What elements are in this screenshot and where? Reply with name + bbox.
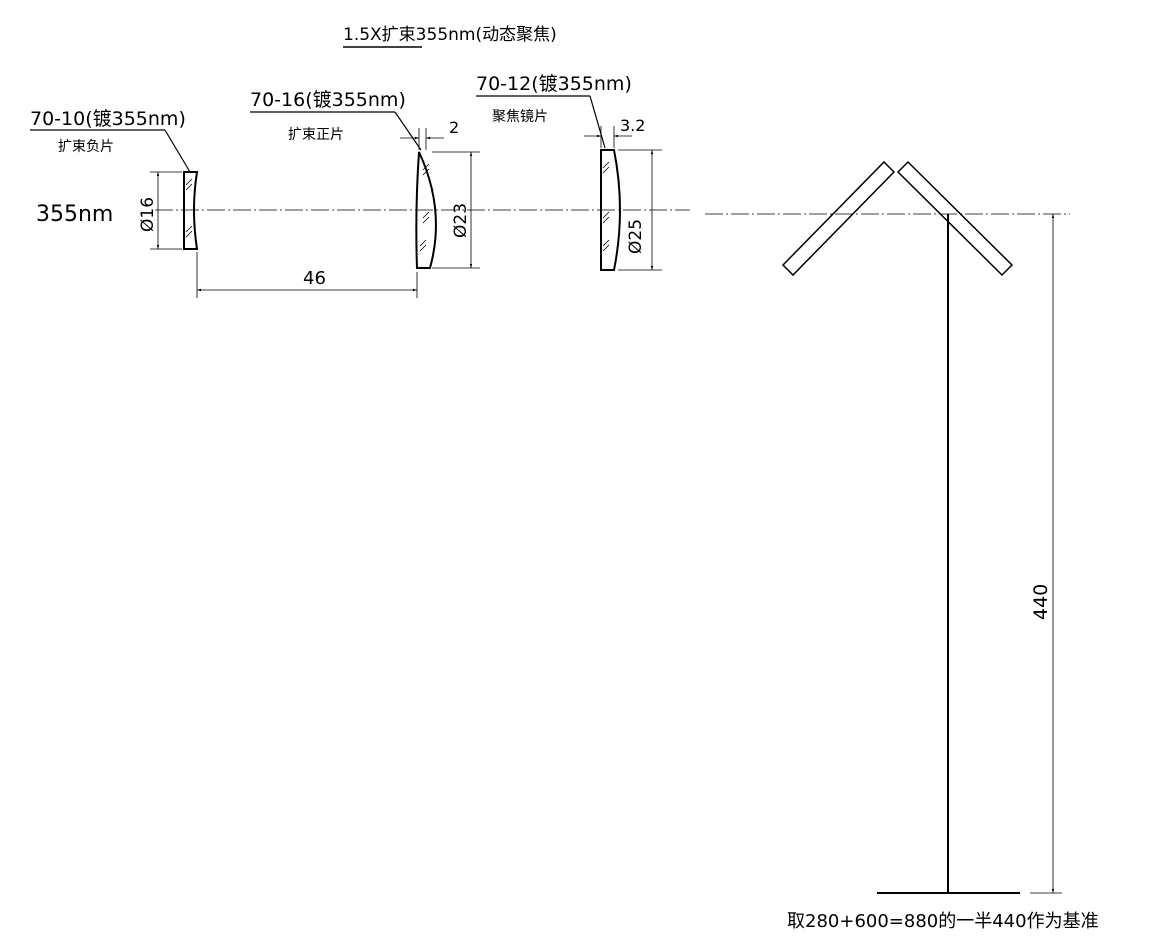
lens3-diameter-label: Ø25	[626, 219, 646, 254]
footnote: 取280+600=880的一半440作为基准	[787, 911, 1099, 932]
height-label: 440	[1030, 584, 1052, 620]
lens3-part-label: 70-12(镀355nm)	[476, 73, 632, 95]
diagram-title: 1.5X扩束355nm(动态聚焦)	[343, 25, 557, 45]
lens2-leader	[394, 111, 422, 151]
lens2-diameter-label: Ø23	[451, 203, 471, 238]
lens-positive	[415, 151, 437, 269]
mirror-left	[781, 160, 896, 277]
mirror-right	[896, 160, 1014, 277]
lens3-name-label: 聚焦镜片	[492, 109, 548, 125]
lens3-leader	[589, 95, 606, 149]
lens1-name-label: 扩束负片	[58, 139, 114, 155]
spacing-label: 46	[303, 268, 326, 289]
lens-focusing	[600, 149, 621, 271]
wavelength-label: 355nm	[36, 202, 113, 227]
lens1-part-label: 70-10(镀355nm)	[30, 108, 186, 130]
lens-negative	[183, 171, 199, 250]
lens1-diameter-label: Ø16	[138, 197, 158, 232]
lens3-thickness-label: 3.2	[620, 116, 645, 135]
lens1-leader	[164, 129, 191, 173]
lens2-thickness-label: 2	[449, 118, 459, 137]
lens2-name-label: 扩束正片	[288, 127, 344, 143]
lens2-part-label: 70-16(镀355nm)	[250, 89, 406, 111]
